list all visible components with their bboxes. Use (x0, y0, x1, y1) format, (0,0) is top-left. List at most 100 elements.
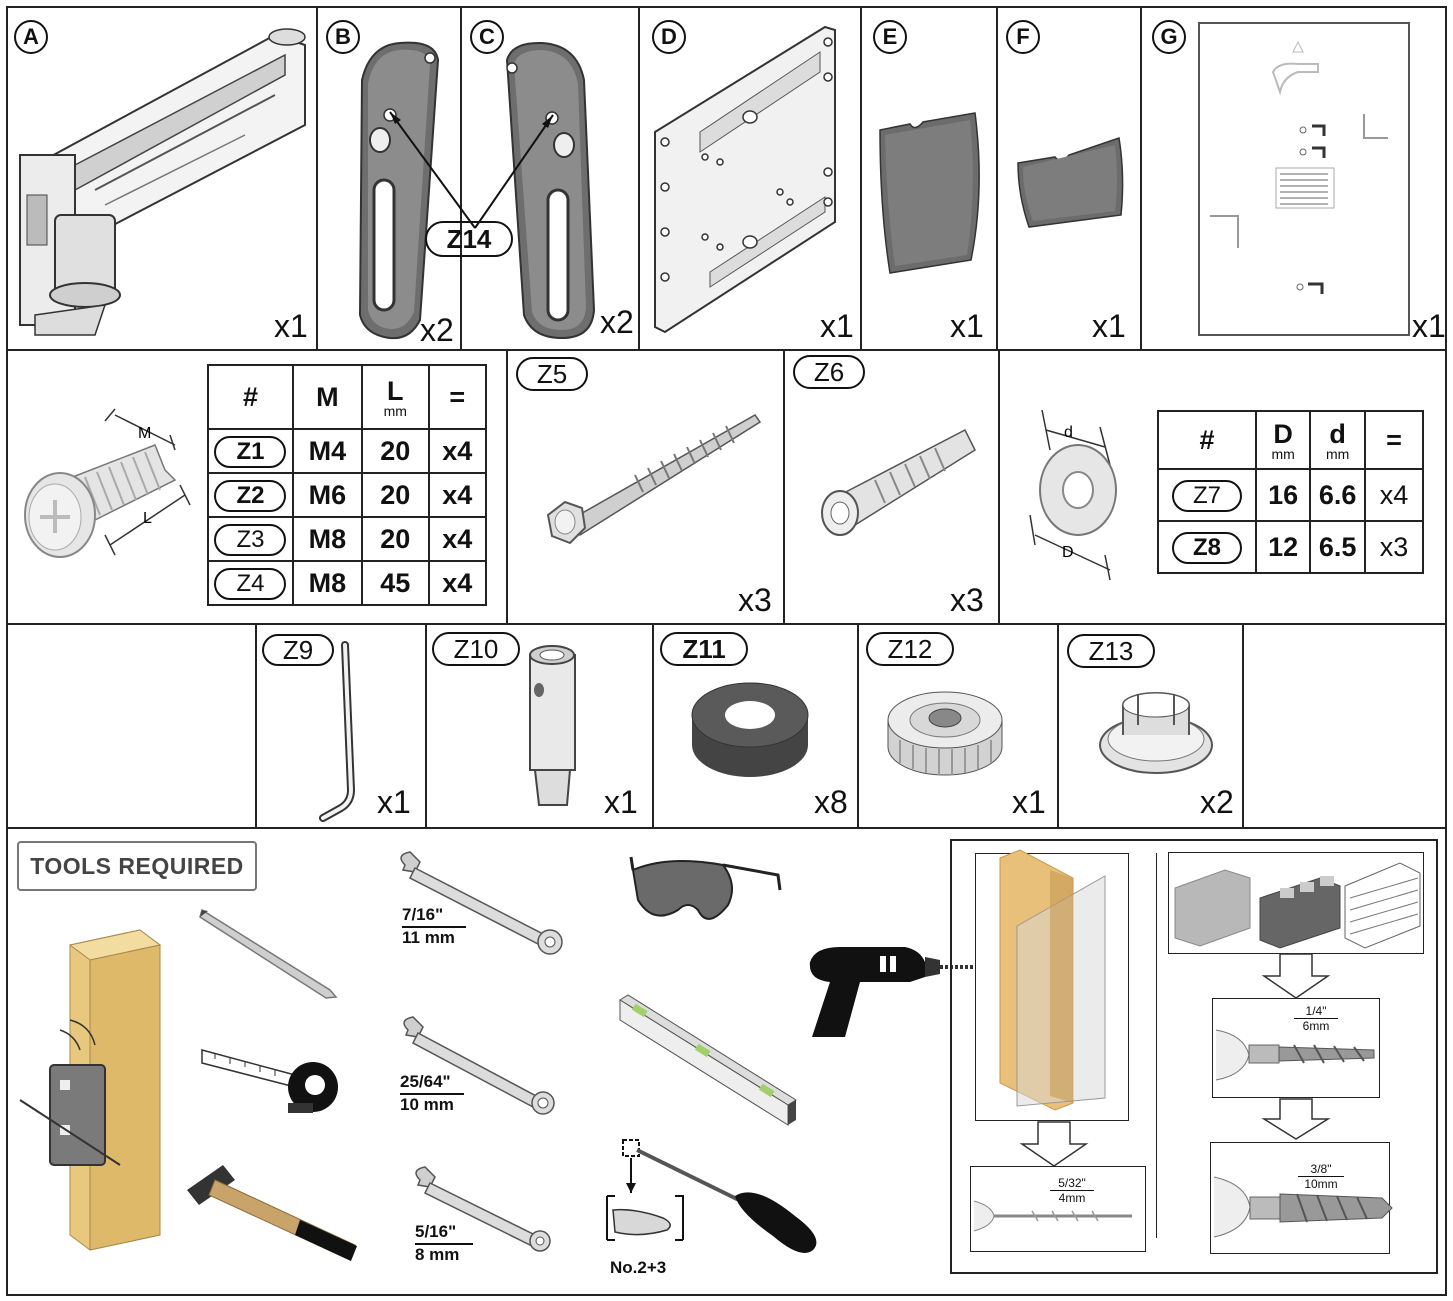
wood-wall-box (975, 853, 1129, 1121)
part-a-quantity: x1 (274, 308, 308, 344)
z8-id: Z8 (1171, 531, 1242, 564)
wood-drill-bit-box (970, 1166, 1146, 1252)
z8-qty: x3 (1364, 520, 1424, 574)
arrow-down-icon (1019, 1121, 1089, 1167)
wrench-icon (400, 851, 563, 955)
cover-cap-illustration (1099, 692, 1213, 774)
pad-f-illustration (1017, 137, 1124, 228)
part-letter-g: G (1152, 20, 1186, 54)
z10-label: Z10 (432, 632, 520, 666)
col-divider (638, 6, 640, 350)
z11-label: Z11 (660, 632, 748, 666)
col-divider (783, 349, 785, 624)
z14-pointer-lines (389, 111, 554, 229)
z3-l: 20 (360, 516, 430, 562)
screwdriver-icon (606, 1139, 817, 1253)
col-divider (996, 6, 998, 350)
part-e-quantity: x1 (950, 308, 984, 344)
tape-measure-icon (201, 1049, 338, 1113)
z7-qty: x4 (1364, 468, 1424, 522)
col-divider (255, 623, 257, 828)
header-l-unit: mm (383, 402, 407, 419)
z4-qty: x4 (427, 560, 487, 606)
safety-glasses-icon (629, 856, 782, 920)
table-row: Z4 M8 45 x4 (207, 560, 487, 606)
col-divider (857, 623, 859, 828)
z4-id: Z4 (214, 567, 287, 600)
row-divider-3 (6, 827, 1447, 829)
masonry-bit-size-2: 3/8"10mm (1298, 1162, 1344, 1191)
drilling-template-g-illustration (1198, 22, 1410, 336)
z1-id: Z1 (214, 435, 287, 468)
z3-m: M8 (291, 516, 363, 562)
header-qty: = (1364, 410, 1424, 470)
z13-label: Z13 (1067, 634, 1155, 668)
col-divider (1057, 623, 1059, 828)
drill-guide-divider (1156, 853, 1157, 1238)
part-g-quantity: x1 (1412, 308, 1446, 344)
z11-quantity: x8 (814, 784, 848, 820)
part-letter-d: D (652, 20, 686, 54)
bracket-c-illustration (505, 41, 596, 340)
z8-small-d: 6.5 (1309, 520, 1367, 574)
header-hash: # (1157, 410, 1257, 470)
col-divider (460, 6, 462, 350)
header-m: M (291, 364, 363, 430)
z12-label: Z12 (866, 632, 954, 666)
z5-label: Z5 (516, 357, 588, 391)
z1-m: M4 (291, 428, 363, 474)
spacer-ring-illustration (691, 682, 809, 777)
z9-quantity: x1 (377, 784, 411, 820)
z7-small-d: 6.6 (1309, 468, 1367, 522)
bolt-illustration: M L (24, 408, 191, 558)
masonry-bit-size-1: 1/4"6mm (1294, 1004, 1338, 1033)
part-letter-c: C (470, 20, 504, 54)
socket-tool-illustration (529, 645, 576, 806)
part-letter-f: F (1006, 20, 1040, 54)
part-letter-b: B (326, 20, 360, 54)
row-divider-2 (6, 623, 1447, 625)
z5-quantity: x3 (738, 582, 772, 618)
masonry-bit-6mm-box (1212, 998, 1380, 1098)
washer-dim-d: d (1064, 424, 1073, 441)
z2-m: M6 (291, 472, 363, 518)
part-d-quantity: x1 (820, 308, 854, 344)
tv-plate-d-illustration (654, 25, 836, 334)
wrench-size-2: 25/64"10 mm (400, 1072, 464, 1115)
z8-big-d: 12 (1254, 520, 1312, 574)
power-drill-icon (809, 947, 975, 1037)
z7-big-d: 16 (1254, 468, 1312, 522)
z2-id: Z2 (214, 479, 287, 512)
pad-e-illustration (879, 112, 980, 274)
z6-quantity: x3 (950, 582, 984, 618)
z3-id: Z3 (214, 523, 287, 556)
wrench-icon (403, 1016, 555, 1115)
masonry-types-illustration (1174, 862, 1421, 949)
z3-qty: x4 (427, 516, 487, 562)
col-divider (425, 623, 427, 828)
col-divider (652, 623, 654, 828)
dim-l-label: L (143, 510, 152, 527)
wall-arm-illustration (19, 28, 306, 336)
wood-stud-in-wall-illustration (999, 849, 1106, 1111)
table-row: Z8 12 6.5 x3 (1157, 520, 1424, 574)
arrow-down-icon (1261, 953, 1331, 999)
pencil-icon (199, 908, 338, 999)
table-row: Z1 M4 20 x4 (207, 428, 487, 474)
wrench-size-3: 5/16"8 mm (415, 1222, 473, 1265)
knurled-nut-illustration (887, 691, 1003, 776)
z14-label: Z14 (425, 221, 513, 257)
z6-label: Z6 (793, 355, 865, 389)
row-divider-1 (6, 349, 1447, 351)
tools-required-title: TOOLS REQUIRED (17, 841, 257, 891)
lag-screw-illustration (546, 414, 762, 545)
masonry-drill-bit-small (1215, 1029, 1375, 1081)
screwdriver-size-label: No.2+3 (610, 1258, 667, 1277)
wood-drill-bit-illustration (973, 1200, 1132, 1232)
header-qty: = (427, 364, 487, 430)
z9-label: Z9 (262, 634, 334, 666)
part-letter-a: A (14, 20, 48, 54)
